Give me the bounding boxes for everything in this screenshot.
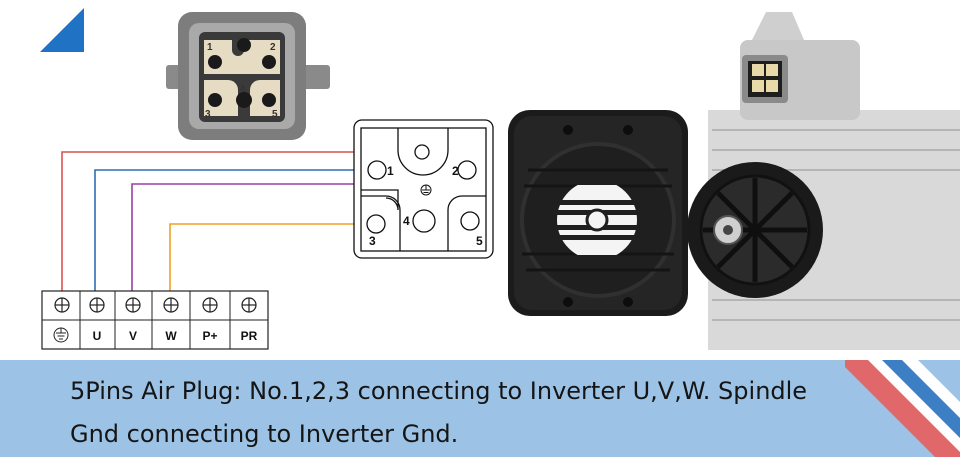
terminal-label-u: U: [93, 329, 102, 343]
plug-pin-3: [208, 93, 222, 107]
terminal-label-w: W: [165, 329, 177, 343]
terminal-screw-u: [89, 297, 105, 313]
diagram-pin-4: [412, 209, 436, 233]
inverter-terminal-block: U V W P+ PR: [41, 290, 269, 350]
terminal-screw-gnd: [54, 297, 70, 313]
diagram-label-1: 1: [387, 164, 394, 178]
terminal-screw-v: [125, 297, 141, 313]
terminal-label-p-plus: P+: [202, 329, 217, 343]
plug-pin-ground: [237, 38, 251, 52]
wire-w: [169, 223, 378, 291]
diagram-pin-3: [366, 214, 386, 234]
diagram-pin-1: [367, 160, 387, 180]
spindle-motor-photo: [687, 12, 960, 350]
decorative-stripes: [845, 360, 960, 457]
diagram-label-5: 5: [476, 234, 483, 248]
plug-pin-1: [208, 55, 222, 69]
pin-diagram-frame: [353, 119, 494, 259]
fan-cover-photo: [508, 110, 688, 316]
plug-label-5: 5: [272, 109, 278, 120]
pin-diagram: [353, 119, 494, 259]
diagram-label-2: 2: [452, 164, 459, 178]
ground-icon: [53, 327, 69, 343]
plug-pin-4: [236, 92, 252, 108]
terminal-label-v: V: [129, 329, 137, 343]
diagram-pin-2: [457, 160, 477, 180]
terminal-screw-pr: [241, 297, 257, 313]
diagram-pin-ground: [414, 144, 430, 160]
terminal-label-pr: PR: [241, 329, 258, 343]
plug-label-1: 1: [207, 42, 213, 53]
diagram-label-3: 3: [369, 234, 376, 248]
terminal-screw-w: [163, 297, 179, 313]
plug-label-2: 2: [270, 42, 276, 53]
plug-label-4: 4: [240, 84, 246, 95]
diagram-pin-5: [460, 211, 480, 231]
plug-label-3: 3: [205, 109, 211, 120]
plug-pin-5: [262, 93, 276, 107]
plug-pin-2: [262, 55, 276, 69]
corner-triangle-logo: [40, 8, 84, 52]
caption-text: 5Pins Air Plug: No.1,2,3 connecting to I…: [70, 377, 808, 448]
diagram-ground-icon: [420, 184, 432, 196]
terminal-screw-p-plus: [202, 297, 218, 313]
caption-banner: 5Pins Air Plug: No.1,2,3 connecting to I…: [0, 360, 960, 457]
diagram-label-4: 4: [403, 214, 410, 228]
wire-ground: [61, 151, 422, 291]
plug-socket-photo: 1 2 3 4 5: [166, 12, 330, 140]
wire-u: [94, 169, 378, 291]
